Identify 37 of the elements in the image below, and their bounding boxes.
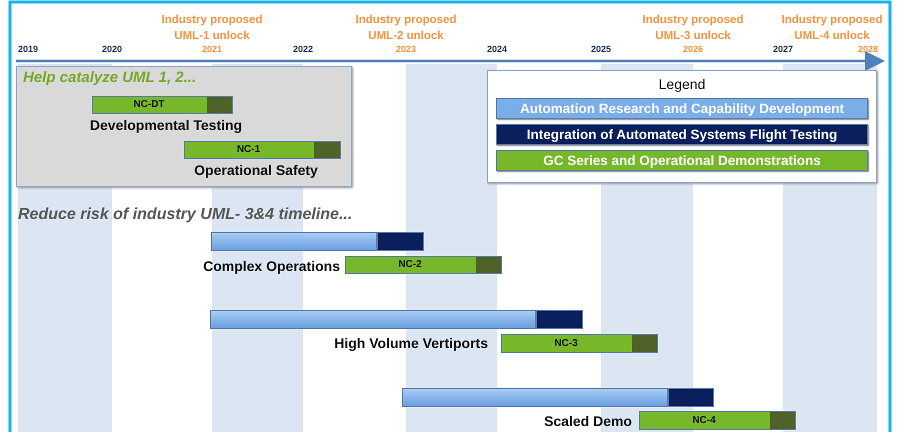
- year-label: 2022: [292, 44, 314, 54]
- year-label: 2024: [486, 44, 508, 54]
- flight-test-bar: [668, 388, 714, 407]
- task-label: Developmental Testing: [88, 117, 244, 133]
- legend-label: Integration of Automated Systems Flight Testing: [526, 126, 838, 144]
- year-label: 2027: [772, 44, 794, 54]
- flight-test-bar: [536, 310, 583, 329]
- milestone-note: Industry proposed UML-1 unlock: [160, 13, 264, 44]
- flight-test-bar: [377, 232, 424, 251]
- legend-label: GC Series and Operational Demonstrations: [542, 152, 822, 170]
- research-bar: [402, 388, 668, 407]
- group-heading: Help catalyze UML 1, 2...: [23, 69, 196, 86]
- milestone-note: Industry proposed UML-2 unlock: [354, 13, 458, 44]
- task-label: Scaled Demo: [543, 413, 632, 429]
- demo-bar: NC-DT: [92, 96, 233, 114]
- group-panel: [16, 66, 352, 187]
- year-label: 2023: [394, 44, 418, 54]
- section-heading: Reduce risk of industry UML- 3&4 timeline...: [18, 206, 352, 224]
- milestone-note: Industry proposed UML-3 unlock: [642, 13, 744, 44]
- demo-bar: NC-4: [639, 411, 796, 430]
- demo-bar: NC-1: [184, 141, 341, 159]
- legend-title: Legend: [658, 76, 706, 92]
- year-label: 2021: [200, 44, 224, 54]
- task-label: Complex Operations: [202, 258, 340, 274]
- year-label: 2019: [16, 44, 40, 54]
- research-bar: [210, 310, 536, 329]
- demo-bar: NC-2: [345, 256, 502, 274]
- year-label: 2025: [590, 44, 612, 54]
- task-label: High Volume Vertiports: [333, 335, 488, 351]
- task-label: Operational Safety: [193, 162, 319, 178]
- year-label: 2026: [682, 44, 704, 54]
- year-label: 2020: [100, 44, 124, 54]
- legend-label: Automation Research and Capability Development: [518, 100, 846, 118]
- demo-bar: NC-3: [501, 334, 658, 353]
- year-label: 2028: [856, 44, 880, 54]
- research-bar: [211, 232, 377, 251]
- milestone-note: Industry proposed UML-4 unlock: [780, 13, 884, 44]
